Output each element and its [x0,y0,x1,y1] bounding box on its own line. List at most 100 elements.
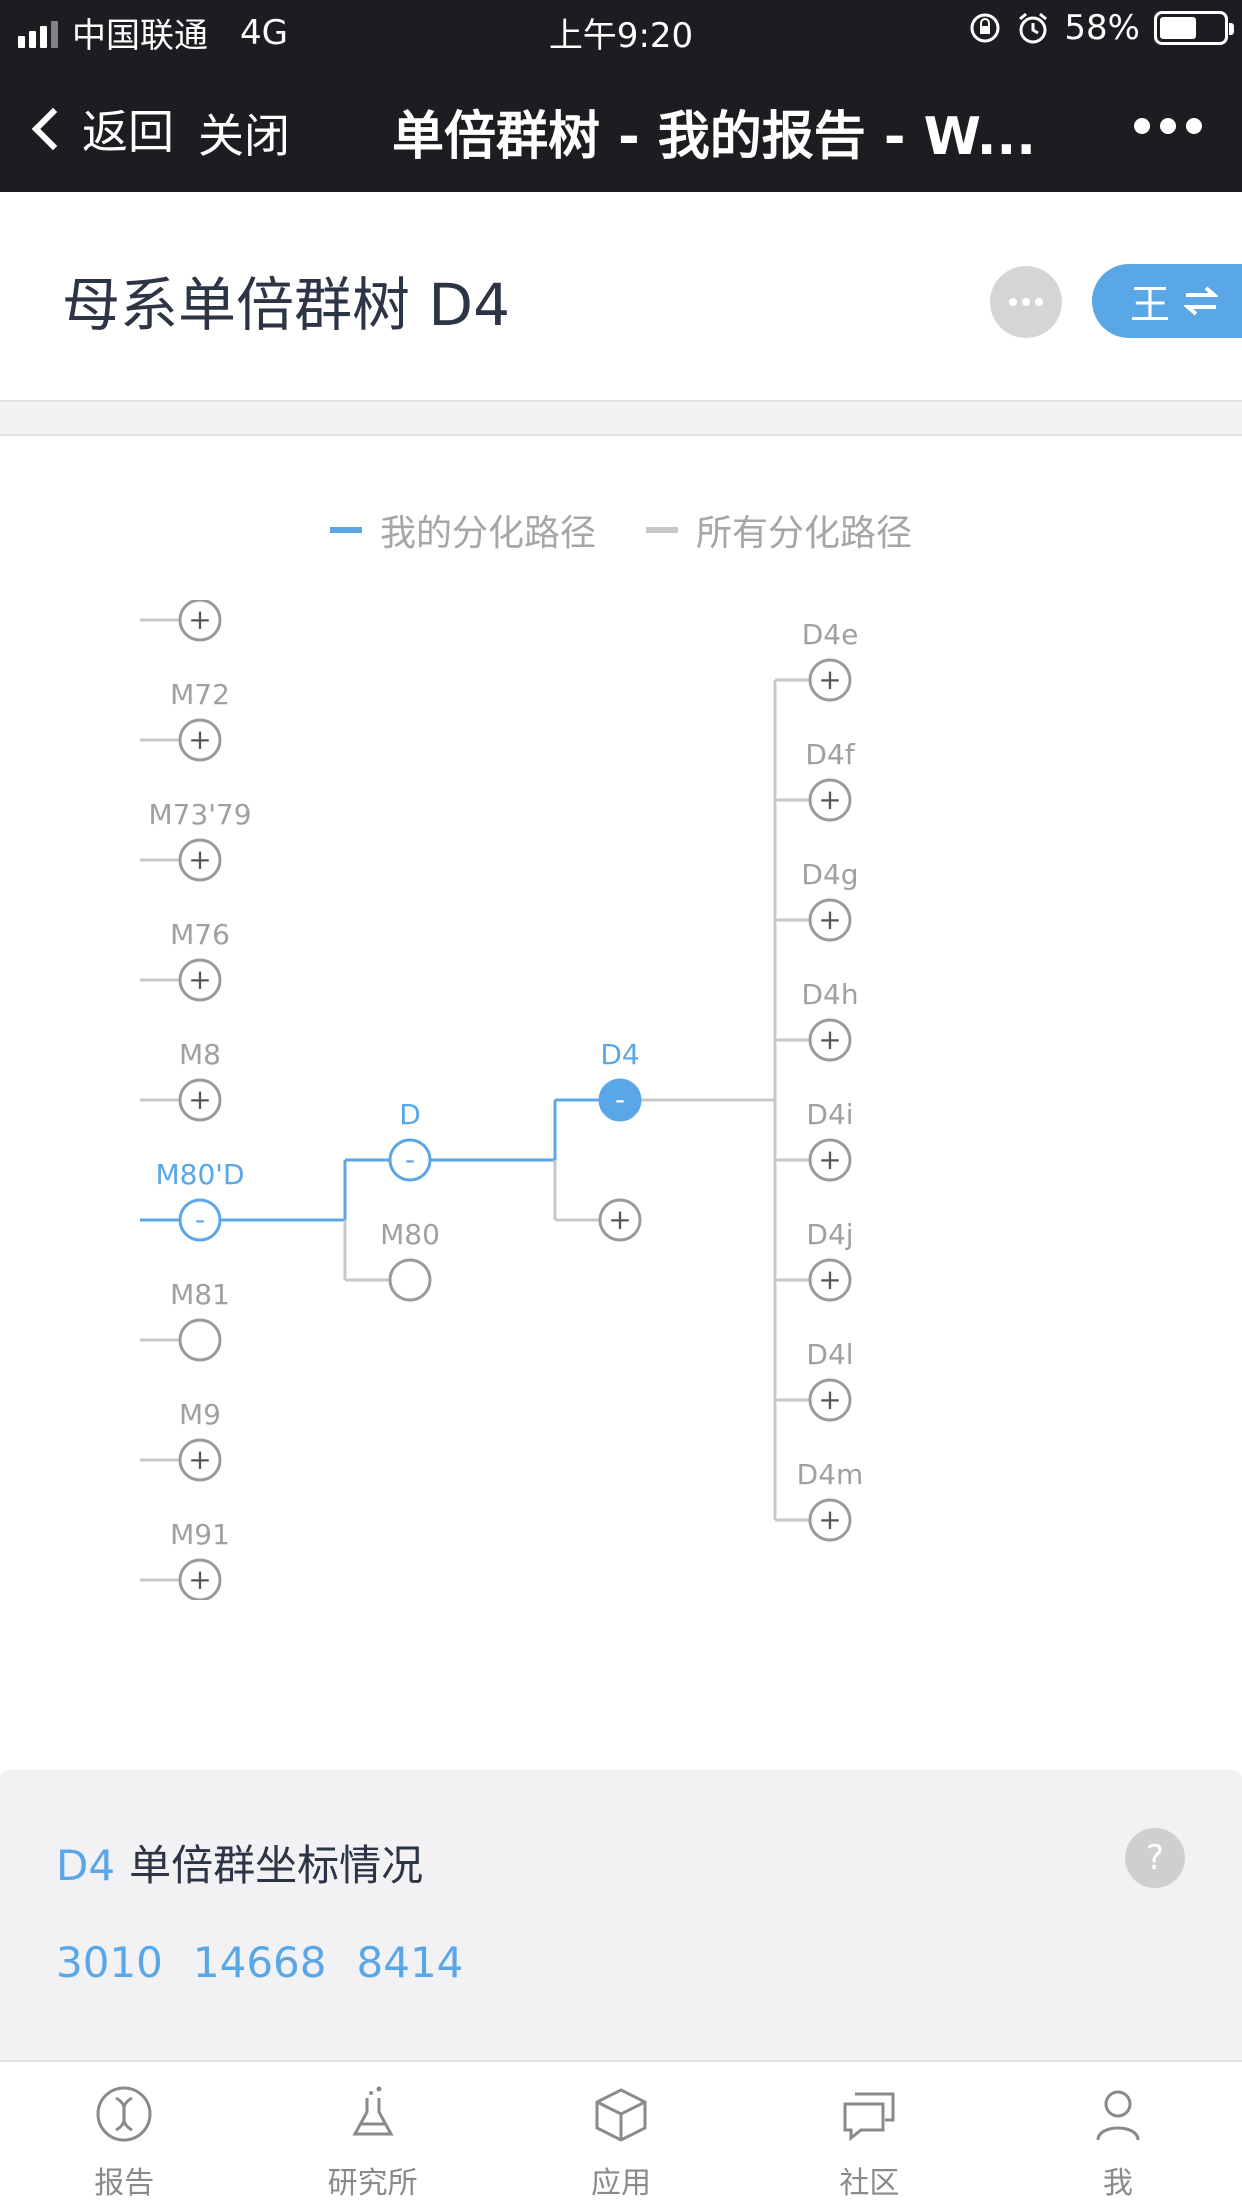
tree-node-label: M72 [170,678,230,711]
tree-node-label: M80 [380,1218,440,1251]
tree-node-label: D4 [600,1038,640,1071]
battery-percent: 58% [1064,8,1140,48]
section-divider [0,400,1242,436]
tab-report[interactable]: 报告 [0,2062,248,2208]
coordinates-values: 3010 14668 8414 [56,1938,463,1987]
battery-fill [1160,17,1196,39]
tree-node-symbol: + [818,663,841,696]
tree-node-label: M73'79 [148,798,252,831]
tree-node-symbol: + [818,1383,841,1416]
tree-node-toggle[interactable] [808,1378,852,1422]
rotation-lock-icon [970,13,1000,43]
tree-node-label: D [399,1098,421,1131]
nav-bar: 返回 关闭 单倍群树 - 我的报告 - W... [0,60,1242,192]
tree-node-symbol: - [615,1083,625,1116]
tree-node-label: D4h [801,978,859,1011]
carrier-label: 中国联通 [72,16,208,56]
tree-node-toggle[interactable] [178,1198,222,1242]
tree-node-toggle[interactable] [178,1438,222,1482]
tree-node-toggle[interactable] [178,958,222,1002]
tree-node-toggle[interactable] [178,838,222,882]
tab-bar: 报告 研究所 应用 社区 我 [0,2060,1242,2208]
tree-node-toggle[interactable] [808,1498,852,1542]
tree-node-label: D4g [801,858,859,891]
tree-node-label: D4l [806,1338,854,1371]
tab-apps[interactable]: 应用 [497,2062,745,2208]
tree-node-label: M76 [170,918,230,951]
help-button[interactable]: ? [1125,1828,1185,1888]
tree-node-toggle[interactable] [598,1078,642,1122]
tree-node-symbol: + [818,783,841,816]
tree-node-label: D4m [796,1458,864,1491]
tree-node-toggle[interactable] [178,1558,222,1600]
tree-node-symbol: + [818,1023,841,1056]
tree-node-toggle[interactable] [178,1078,222,1122]
flask-icon [352,2086,394,2136]
tree-node-symbol: + [188,1563,211,1596]
tree-node-symbol: + [818,1263,841,1296]
chat-icon [843,2092,895,2142]
tab-me[interactable]: 我 [994,2062,1242,2208]
tab-label: 报告 [94,2166,155,2201]
tree-node-symbol: + [188,603,211,636]
tree-node-toggle[interactable] [808,1018,852,1062]
tree-node-toggle[interactable] [808,1138,852,1182]
page-header: 母系单倍群树 D4 王 [0,192,1242,402]
tree-node-symbol: + [188,843,211,876]
tree-node-label: D4e [801,618,859,651]
status-right: 58% [968,8,1234,48]
legend-label-all: 所有分化路径 [696,513,913,554]
legend-item-mine: 我的分化路径 [330,504,596,556]
tree-legend: 我的分化路径 所有分化路径 [330,504,962,556]
tab-institute[interactable]: 研究所 [248,2062,496,2208]
network-label: 4G [240,12,288,53]
tab-community[interactable]: 社区 [745,2062,993,2208]
nav-title: 单倍群树 - 我的报告 - W... [392,107,1036,167]
legend-item-all: 所有分化路径 [646,504,912,556]
more-menu-button[interactable] [1134,118,1202,134]
tree-node-toggle[interactable] [808,1258,852,1302]
back-label: 返回 [82,105,174,159]
swap-arrows-icon [1184,286,1218,316]
tree-node-label: M9 [179,1398,221,1431]
tree-node-toggle[interactable] [178,1318,222,1362]
signal-icon [18,18,58,48]
dot-icon [1186,118,1202,134]
legend-swatch-all [646,527,679,533]
dot-icon [1160,118,1176,134]
tree-node-toggle[interactable] [808,778,852,822]
coordinate-value: 8414 [356,1938,464,1987]
tree-node-symbol: + [188,723,211,756]
tree-node-toggle[interactable] [808,658,852,702]
dot-icon [1022,298,1030,306]
more-options-button[interactable] [990,266,1062,338]
tree-node-label: M81 [170,1278,230,1311]
coordinates-title-text: 单倍群坐标情况 [129,1841,424,1890]
tab-label: 社区 [839,2166,900,2201]
dot-icon [1134,118,1150,134]
tree-node-label: D4f [805,738,855,771]
tree-node-toggle[interactable] [178,600,222,642]
tree-node-toggle[interactable] [808,898,852,942]
tree-node-toggle[interactable] [388,1138,432,1182]
tab-label: 研究所 [327,2166,418,2201]
back-button[interactable]: 返回 [28,96,174,162]
tab-label: 应用 [591,2166,652,2201]
legend-swatch-mine [330,527,362,533]
tree-node-label: M91 [170,1518,230,1551]
coordinates-title: D4 单倍群坐标情况 [56,1832,423,1893]
close-button[interactable]: 关闭 [198,109,290,163]
dna-icon [96,2086,152,2142]
tree-node-toggle[interactable] [598,1198,642,1242]
box-icon [595,2088,647,2142]
switch-user-button[interactable]: 王 [1092,264,1242,338]
tree-node-toggle[interactable] [388,1258,432,1302]
tree-node-toggle[interactable] [178,718,222,762]
coordinate-value: 3010 [56,1938,163,1987]
battery-icon [1154,11,1234,45]
coordinates-haplogroup: D4 [56,1841,116,1890]
tree-node-label: D4i [806,1098,854,1131]
tree-node-symbol: - [195,1203,205,1236]
coordinates-card: D4 单倍群坐标情况 ? 3010 14668 8414 [0,1770,1242,2060]
